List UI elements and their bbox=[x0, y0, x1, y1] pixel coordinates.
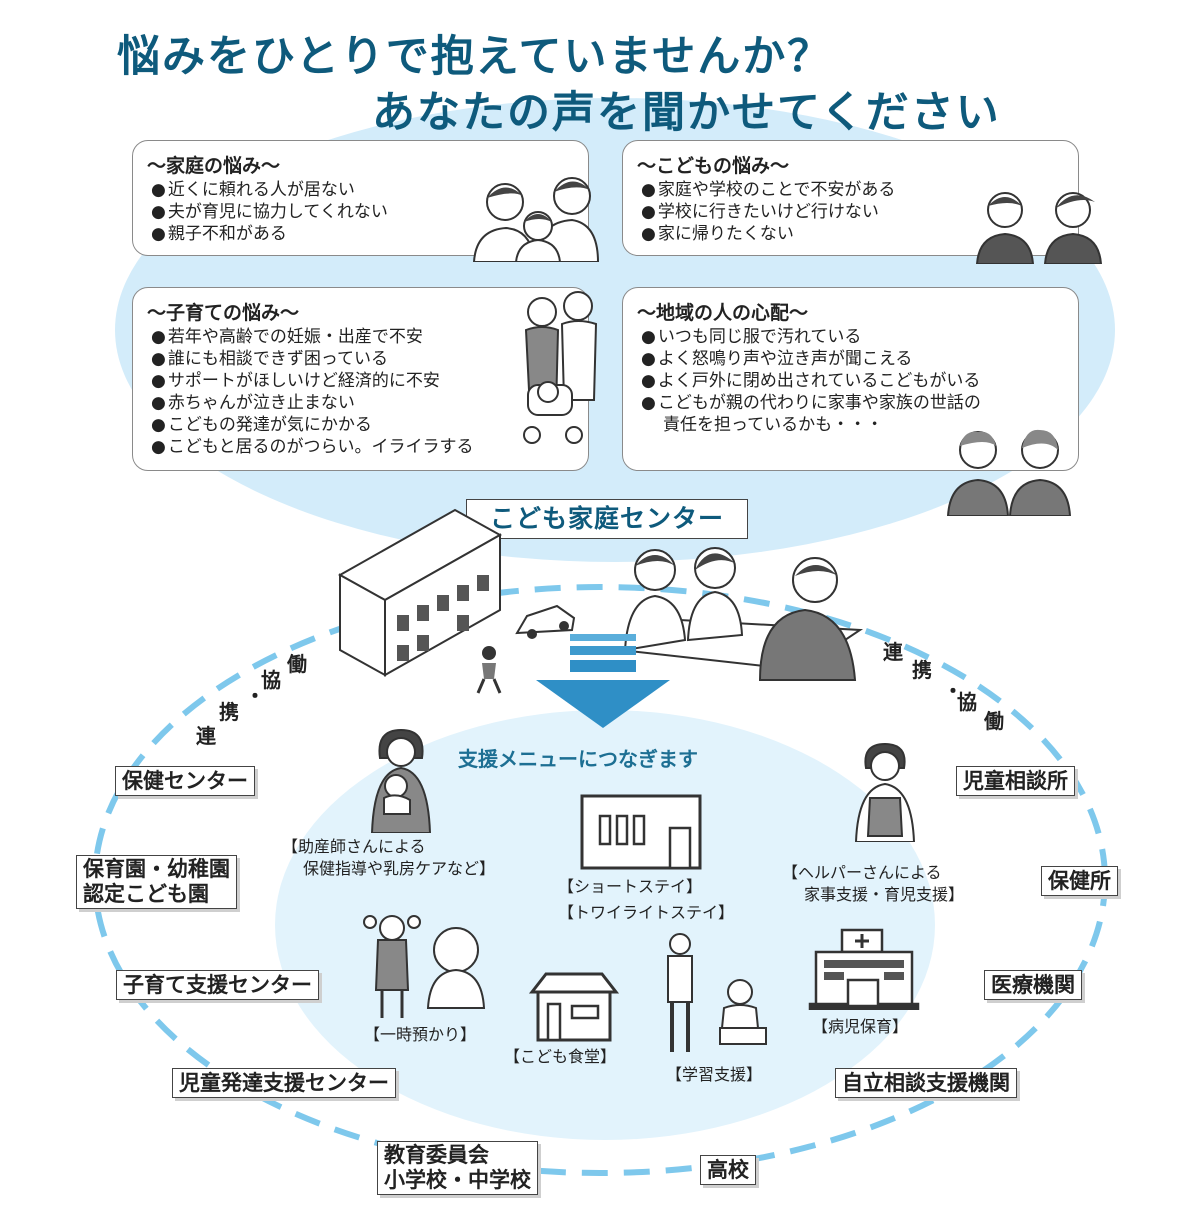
worry-item: よく怒鳴り声や泣き声が聞こえる bbox=[641, 348, 981, 370]
worry-item: サポートがほしいけど経済的に不安 bbox=[151, 370, 474, 392]
midwife-baby-illustration bbox=[370, 728, 432, 833]
temporary-care-caption: 【一時預かり】 bbox=[364, 1025, 477, 1044]
worry-item: こどもの発達が気にかかる bbox=[151, 414, 474, 436]
worry-box-family: ～家庭の悩み～ 近くに頼れる人が居ない 夫が育児に協力してくれない 親子不和があ… bbox=[132, 140, 589, 256]
cafeteria-house-icon bbox=[528, 972, 620, 1042]
worry-item: 家庭や学校のことで不安がある bbox=[641, 179, 896, 201]
midwife-caption-line-1: 【助産師さんによる bbox=[282, 837, 426, 856]
worry-item: 夫が育児に協力してくれない bbox=[151, 201, 388, 223]
worry-item: こどもと居るのがつらい。イライラする bbox=[151, 436, 474, 458]
support-menu-title: 支援メニューにつなぎます bbox=[458, 747, 698, 771]
title-line-2: あなたの声を聞かせてください bbox=[372, 88, 1001, 138]
cooperation-left-char: 働 bbox=[287, 652, 307, 676]
worry-heading: ～子育ての悩み～ bbox=[147, 302, 300, 324]
short-stay-building-icon bbox=[580, 794, 702, 870]
cooperation-left-char: 連 bbox=[196, 724, 216, 748]
short-stay-caption: 【ショートステイ】 bbox=[558, 877, 703, 896]
children-people-illustration bbox=[975, 192, 1103, 264]
org-education-board: 教育委員会 bbox=[384, 1143, 489, 1167]
cooperation-left-char: 携 bbox=[219, 700, 239, 724]
cooperation-left-char: ・ bbox=[245, 684, 265, 708]
org-nursery-kindergarten: 保育園・幼稚園 認定こども園 bbox=[76, 855, 237, 909]
org-child-development-center: 児童発達支援センター bbox=[172, 1068, 396, 1098]
worry-item-continuation: 責任を担っているかも・・・ bbox=[663, 415, 884, 435]
org-independent-consultation: 自立相談支援機関 bbox=[835, 1068, 1017, 1098]
worry-item: 家に帰りたくない bbox=[641, 223, 895, 245]
cooperation-right-char: 連 bbox=[883, 640, 903, 664]
cooperation-right-char: 携 bbox=[912, 658, 932, 682]
worry-item: 親子不和がある bbox=[151, 223, 388, 245]
org-nursery-line-2: 認定こども園 bbox=[83, 882, 209, 906]
twilight-stay-caption: 【トワイライトステイ】 bbox=[558, 903, 735, 922]
worry-item: いつも同じ服で汚れている bbox=[641, 326, 981, 348]
consultation-scene-illustration bbox=[616, 547, 864, 681]
car-illustration bbox=[515, 604, 576, 639]
temporary-care-illustration bbox=[363, 915, 486, 1018]
parents-stroller-illustration bbox=[523, 291, 598, 444]
helper-caption-line-2: 家事支援・育児支援】 bbox=[804, 885, 965, 904]
study-support-illustration bbox=[667, 933, 767, 1052]
worry-item: 近くに頼れる人が居ない bbox=[151, 179, 388, 201]
org-education-board-schools: 教育委員会 小学校・中学校 bbox=[377, 1141, 538, 1195]
worry-heading: ～地域の人の心配～ bbox=[637, 302, 809, 324]
center-label: こども家庭センター bbox=[466, 499, 748, 539]
midwife-caption-line-2: 保健指導や乳房ケアなど】 bbox=[303, 859, 496, 878]
sick-care-caption: 【病児保育】 bbox=[812, 1017, 909, 1036]
worry-item: 学校に行きたいけど行けない bbox=[641, 201, 895, 223]
worry-heading: ～家庭の悩み～ bbox=[147, 155, 281, 177]
worry-item: 赤ちゃんが泣き止まない bbox=[151, 392, 474, 414]
org-medical-institutions: 医療機関 bbox=[984, 970, 1082, 1000]
org-elementary-junior-high: 小学校・中学校 bbox=[384, 1168, 531, 1192]
helper-caption-line-1: 【ヘルパーさんによる bbox=[782, 863, 942, 882]
sick-care-hospital-icon bbox=[808, 928, 920, 1010]
cooperation-right-char: 協 bbox=[957, 690, 977, 714]
title-line-1: 悩みをひとりで抱えていませんか？ bbox=[117, 32, 833, 82]
worry-box-childcare: ～子育ての悩み～ 若年や高齢での妊娠・出産で不安 誰にも相談できず困っている サ… bbox=[132, 287, 589, 471]
cafeteria-caption: 【こども食堂】 bbox=[504, 1047, 617, 1066]
center-building-illustration bbox=[337, 508, 503, 677]
org-childcare-support-center: 子育て支援センター bbox=[116, 970, 319, 1000]
worry-item: よく戸外に閉め出されているこどもがいる bbox=[641, 370, 981, 392]
org-child-guidance-center: 児童相談所 bbox=[956, 766, 1075, 796]
worry-box-community: ～地域の人の心配～ いつも同じ服で汚れている よく怒鳴り声や泣き声が聞こえる よ… bbox=[622, 287, 1079, 471]
family-people-illustration bbox=[472, 177, 600, 262]
org-public-health-center: 保健所 bbox=[1041, 866, 1118, 896]
cooperation-left-char: 協 bbox=[261, 668, 281, 692]
org-nursery-line-1: 保育園・幼稚園 bbox=[83, 857, 230, 881]
elderly-people-illustration bbox=[946, 429, 1071, 516]
child-walking-illustration bbox=[476, 646, 502, 694]
worry-heading: ～こどもの悩み～ bbox=[637, 155, 790, 177]
study-support-caption: 【学習支援】 bbox=[666, 1065, 763, 1084]
worry-item: こどもが親の代わりに家事や家族の世話の bbox=[641, 392, 981, 414]
org-high-school: 高校 bbox=[700, 1155, 756, 1185]
worry-item: 若年や高齢での妊娠・出産で不安 bbox=[151, 326, 474, 348]
helper-illustration bbox=[854, 742, 916, 842]
cooperation-right-char: ・ bbox=[943, 679, 963, 703]
down-arrow bbox=[536, 634, 670, 728]
worry-item: 誰にも相談できず困っている bbox=[151, 348, 474, 370]
org-health-center: 保健センター bbox=[115, 766, 255, 796]
cooperation-right-char: 働 bbox=[984, 709, 1004, 733]
